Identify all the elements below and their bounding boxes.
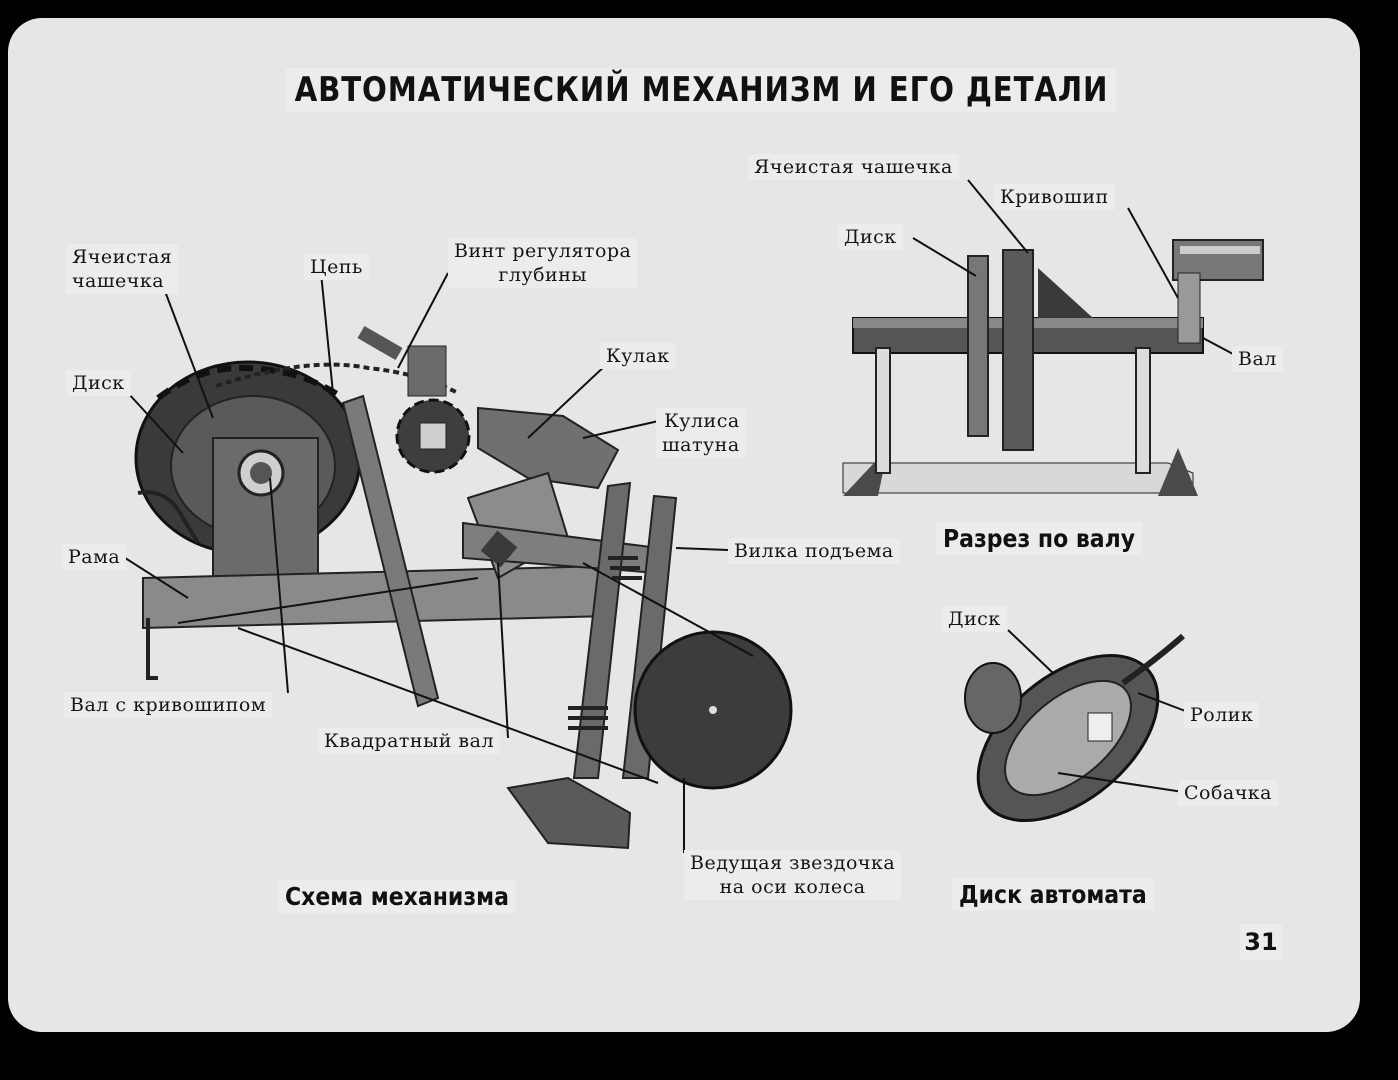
- label-section-shaft: Вал: [1232, 346, 1283, 372]
- caption-shaft-section: Разрез по валу: [936, 522, 1143, 555]
- label-drive-sprocket-line1: Ведущая звездочка: [690, 852, 896, 874]
- illustration: [121, 179, 1264, 853]
- label-cellular-cup-line1: Ячеистая: [72, 246, 173, 268]
- automat-disk-drawing: [964, 629, 1189, 823]
- mechanism-scheme-drawing: [121, 272, 793, 853]
- label-square-shaft: Квадратный вал: [318, 728, 501, 754]
- label-drive-sprocket: Ведущая звездочка на оси колеса: [684, 850, 902, 900]
- label-section-disk: Диск: [838, 224, 903, 250]
- label-lift-fork: Вилка подъема: [728, 538, 900, 564]
- label-depth-screw: Винт регулятора глубины: [448, 238, 638, 288]
- label-disk: Диск: [66, 370, 131, 396]
- label-depth-screw-line1: Винт регулятора: [454, 240, 632, 262]
- slide: АВТОМАТИЧЕСКИЙ МЕХАНИЗМ И ЕГО ДЕТАЛИ Яче…: [8, 18, 1360, 1032]
- label-section-crank: Кривошип: [994, 184, 1115, 210]
- label-section-cellular-cup: Ячеистая чашечка: [748, 154, 959, 180]
- label-pawl: Собачка: [1178, 780, 1279, 806]
- label-drive-sprocket-line2: на оси колеса: [719, 876, 866, 898]
- caption-scheme: Схема механизма: [278, 880, 516, 913]
- label-cellular-cup-line2: чашечка: [72, 270, 165, 292]
- page-number: 31: [1240, 924, 1282, 960]
- label-depth-screw-line2: глубины: [498, 264, 587, 286]
- label-cam: Кулак: [600, 343, 676, 369]
- label-roller: Ролик: [1184, 702, 1260, 728]
- page-title: АВТОМАТИЧЕСКИЙ МЕХАНИЗМ И ЕГО ДЕТАЛИ: [286, 68, 1117, 112]
- label-crank-shaft: Вал с кривошипом: [64, 692, 273, 718]
- caption-automat-disk: Диск автомата: [952, 878, 1154, 911]
- shaft-section-drawing: [842, 179, 1264, 496]
- label-frame: Рама: [62, 544, 127, 570]
- label-chain: Цепь: [304, 254, 369, 280]
- label-automat-disk: Диск: [942, 606, 1007, 632]
- label-rocker-line1: Кулиса: [664, 410, 740, 432]
- label-rocker: Кулиса шатуна: [656, 408, 746, 458]
- label-cellular-cup: Ячеистая чашечка: [66, 244, 179, 294]
- label-rocker-line2: шатуна: [662, 434, 740, 456]
